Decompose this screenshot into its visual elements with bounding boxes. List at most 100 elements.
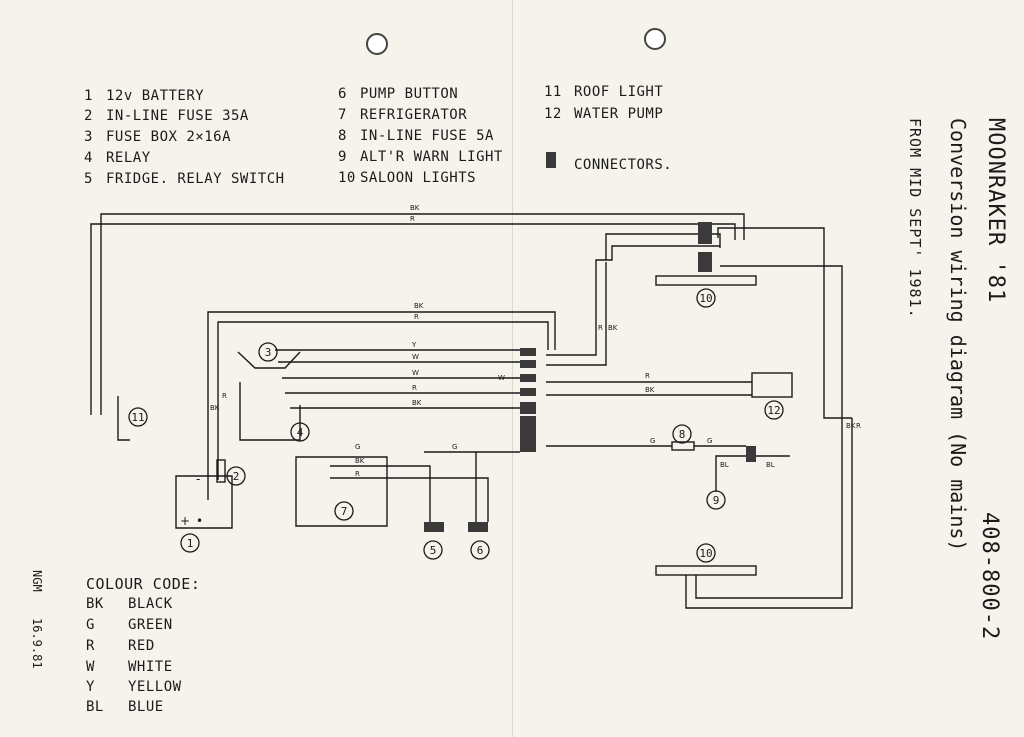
label-g: G [452,443,457,451]
connector [698,252,712,272]
connector [520,416,536,452]
wire-bk-inner [207,311,556,480]
inline-fuse-8 [671,441,695,451]
circle-2 [226,466,246,486]
num-9: 9 [713,494,720,507]
punch-hole-right [644,28,666,50]
pump-button-6 [468,522,488,532]
wire-bk-top-connector [546,262,607,366]
battery-minus: • [196,514,203,528]
circle-10-top [696,288,716,308]
label-bl: BL [766,461,775,469]
label-bk: BK [410,204,420,212]
number-circles [128,288,784,563]
num-6: 6 [477,544,484,557]
wires [90,213,853,609]
num-12: 12 [767,404,780,417]
label-bk: BK [412,399,422,407]
label-w: W [498,374,505,382]
punch-hole-left [366,33,388,55]
label-g: G [355,443,360,451]
wire-r-fridge [330,477,489,522]
num-2: 2 [233,470,240,483]
label-r: R [412,384,417,392]
label-r: R [222,392,227,400]
num-10-bottom: 10 [699,547,712,560]
label-r: R [645,372,650,380]
wire-bk-fridge [330,465,431,522]
num-7: 7 [341,505,348,518]
connector [520,388,536,396]
circle-10-bottom [696,543,716,563]
label-w: W [412,353,419,361]
num-11: 11 [131,411,144,424]
connector-legend-swatch [546,152,556,168]
water-pump-12 [751,372,793,398]
battery-plus: + [180,514,190,528]
label-bk: BK [355,457,365,465]
label-r: R [414,313,419,321]
wire-bk-top [100,213,745,415]
battery-neg-marker: - [196,472,200,486]
saloon-light-10-top [655,275,757,286]
connector [520,374,536,382]
fuse-box-3-wires [237,351,301,369]
wire-bl-1 [715,455,746,492]
label-bk: BK [414,302,424,310]
circle-3 [258,342,278,362]
connector [520,402,536,414]
roof-light-11 [117,396,130,441]
wire-bk-bottom-loop [685,418,853,609]
label-bk: BK [846,422,856,430]
wire-r-top [90,223,736,415]
wire-labels: BK R BK R Y W W R BK W R BK G G BK R G G… [210,204,861,478]
connector [520,360,536,368]
wire-r-bottom-loop [695,265,843,599]
num-4: 4 [297,426,304,439]
wire-bk-right [717,227,852,419]
battery-terminals: + • - [180,472,203,528]
circle-1 [180,533,200,553]
saloon-light-10-bottom [655,565,757,576]
connectors [424,152,756,532]
label-r: R [410,215,415,223]
circle-9 [706,490,726,510]
wire-r-right [605,233,721,260]
colour-code-heading: COLOUR CODE: [86,575,201,593]
label-r: R [856,422,861,430]
fridge-relay-switch-5 [424,522,444,532]
label-r: R [355,470,360,478]
label-w: W [412,369,419,377]
wire-r-top-connector [546,245,720,356]
connectors-label: CONNECTORS. [574,157,673,173]
battery-1 [175,475,233,529]
num-1: 1 [187,537,194,550]
label-g: G [707,437,712,445]
label-bl: BL [720,461,729,469]
num-10-top: 10 [699,292,712,305]
connector [698,222,712,244]
circle-7 [334,501,354,521]
label-bk: BK [608,324,618,332]
connector [746,446,756,462]
refrigerator-7 [295,456,388,527]
label-y: Y [411,341,417,349]
label-r: R [598,324,603,332]
page-fold [512,0,513,737]
label-g: G [650,437,655,445]
num-5: 5 [430,544,437,557]
